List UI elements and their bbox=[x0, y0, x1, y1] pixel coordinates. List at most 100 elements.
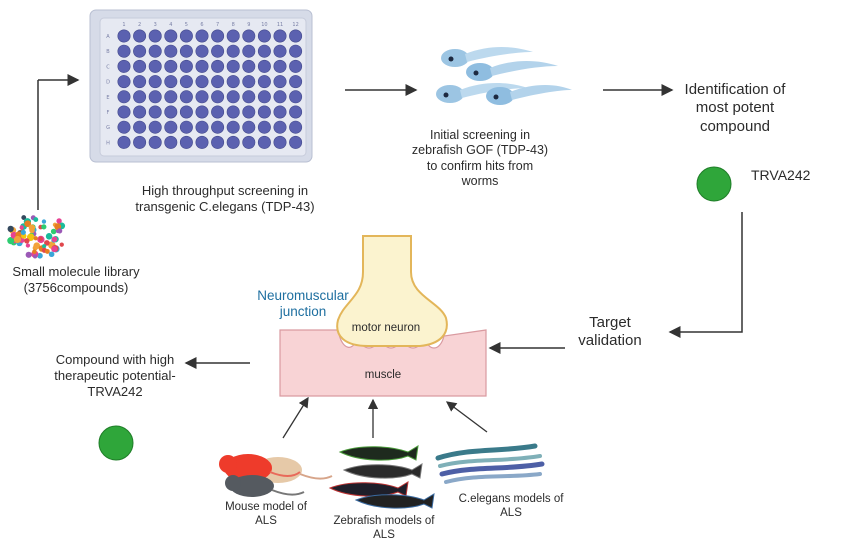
plate-well bbox=[226, 105, 240, 119]
arrow-identification-to-validation-v bbox=[668, 212, 743, 338]
compound-name-label: TRVA242 bbox=[751, 167, 811, 183]
molecule-dot bbox=[50, 228, 57, 235]
plate-well bbox=[195, 44, 209, 58]
plate-row-label: C bbox=[106, 64, 110, 70]
plate-well bbox=[273, 29, 287, 43]
plate-well bbox=[133, 120, 147, 134]
plate-well bbox=[195, 120, 209, 134]
plate-column-label: 4 bbox=[169, 22, 172, 28]
plate-well bbox=[242, 44, 256, 58]
plate-well bbox=[242, 90, 256, 104]
plate-well bbox=[164, 90, 178, 104]
plate-well bbox=[226, 75, 240, 89]
plate-well bbox=[257, 75, 271, 89]
plate-well bbox=[257, 135, 271, 149]
zebrafish-models-illustration bbox=[328, 445, 435, 509]
plate-well bbox=[117, 135, 131, 149]
plate-well bbox=[242, 105, 256, 119]
plate-well bbox=[164, 44, 178, 58]
plate-well bbox=[148, 120, 162, 134]
molecule-dot bbox=[37, 252, 43, 259]
plate-well bbox=[195, 135, 209, 149]
plate-well bbox=[195, 105, 209, 119]
molecule-dot bbox=[41, 224, 47, 230]
plate-well bbox=[179, 90, 193, 104]
plate-well bbox=[226, 44, 240, 58]
plate-well bbox=[179, 135, 193, 149]
plate-well bbox=[133, 59, 147, 73]
plate-well bbox=[273, 120, 287, 134]
plate-well bbox=[289, 135, 303, 149]
plate-well bbox=[289, 75, 303, 89]
molecule-dot bbox=[19, 225, 24, 230]
plate-well bbox=[257, 59, 271, 73]
molecule-dot bbox=[33, 254, 38, 259]
plate-well bbox=[211, 120, 225, 134]
motor-neuron-label: motor neuron bbox=[351, 322, 421, 334]
plate-column-label: 3 bbox=[154, 22, 157, 28]
plate-well bbox=[242, 59, 256, 73]
molecule-dot bbox=[28, 224, 36, 231]
compound-circle-identified bbox=[696, 166, 732, 202]
plate-well bbox=[211, 29, 225, 43]
plate-well bbox=[226, 59, 240, 73]
plate-column-label: 1 bbox=[122, 22, 125, 28]
plate-row-label: B bbox=[106, 49, 110, 55]
plate-well bbox=[226, 90, 240, 104]
plate-well bbox=[226, 29, 240, 43]
molecule-dot bbox=[59, 242, 64, 247]
plate-well bbox=[164, 105, 178, 119]
zebrafish-model-caption: Zebrafish models of ALS bbox=[333, 515, 435, 542]
molecule-dot bbox=[33, 236, 38, 241]
molecule-dot bbox=[33, 217, 39, 223]
plate-well bbox=[289, 29, 303, 43]
plate-row-label: E bbox=[106, 95, 109, 101]
plate-well bbox=[257, 29, 271, 43]
plate-well bbox=[133, 135, 147, 149]
plate-well bbox=[195, 90, 209, 104]
molecule-dot bbox=[24, 220, 32, 228]
molecule-dot bbox=[32, 249, 37, 254]
plate-well bbox=[148, 75, 162, 89]
molecule-dot bbox=[7, 237, 15, 245]
plate-well bbox=[179, 44, 193, 58]
plate-well bbox=[117, 90, 131, 104]
library-caption: Small molecule library (3756compounds) bbox=[12, 264, 140, 295]
plate-well bbox=[117, 120, 131, 134]
plate-well bbox=[164, 75, 178, 89]
plate-well bbox=[242, 29, 256, 43]
plate-well bbox=[117, 44, 131, 58]
plate-row-label: F bbox=[107, 110, 110, 116]
plate-well bbox=[273, 44, 287, 58]
plate-well bbox=[195, 75, 209, 89]
molecule-dot bbox=[25, 251, 32, 258]
molecule-dot bbox=[38, 236, 43, 241]
plate-row-label: A bbox=[106, 34, 110, 40]
plate-well bbox=[148, 135, 162, 149]
zebrafish-larvae-illustration bbox=[436, 47, 572, 105]
plate-well bbox=[257, 105, 271, 119]
molecule-dot bbox=[24, 238, 30, 244]
plate-well bbox=[148, 44, 162, 58]
plate-well bbox=[195, 59, 209, 73]
molecule-dot bbox=[51, 245, 58, 253]
molecule-dot bbox=[13, 235, 22, 244]
plate-well bbox=[164, 29, 178, 43]
plate-well bbox=[257, 44, 271, 58]
plate-well bbox=[133, 75, 147, 89]
plate-well bbox=[289, 90, 303, 104]
plate-well bbox=[211, 135, 225, 149]
plate-well bbox=[211, 44, 225, 58]
molecule-dot bbox=[45, 233, 53, 240]
target-validation-label: Target validation bbox=[578, 314, 642, 350]
molecule-dot bbox=[41, 219, 47, 224]
plate-well bbox=[117, 75, 131, 89]
plate-row-label: G bbox=[106, 125, 110, 131]
neuromuscular-junction-illustration bbox=[279, 235, 487, 397]
plate-well bbox=[289, 105, 303, 119]
plate-well bbox=[273, 59, 287, 73]
plate-well bbox=[117, 29, 131, 43]
molecule-dot bbox=[48, 251, 55, 258]
plate-well bbox=[211, 105, 225, 119]
identification-caption: Identification of most potent compound bbox=[684, 81, 786, 135]
